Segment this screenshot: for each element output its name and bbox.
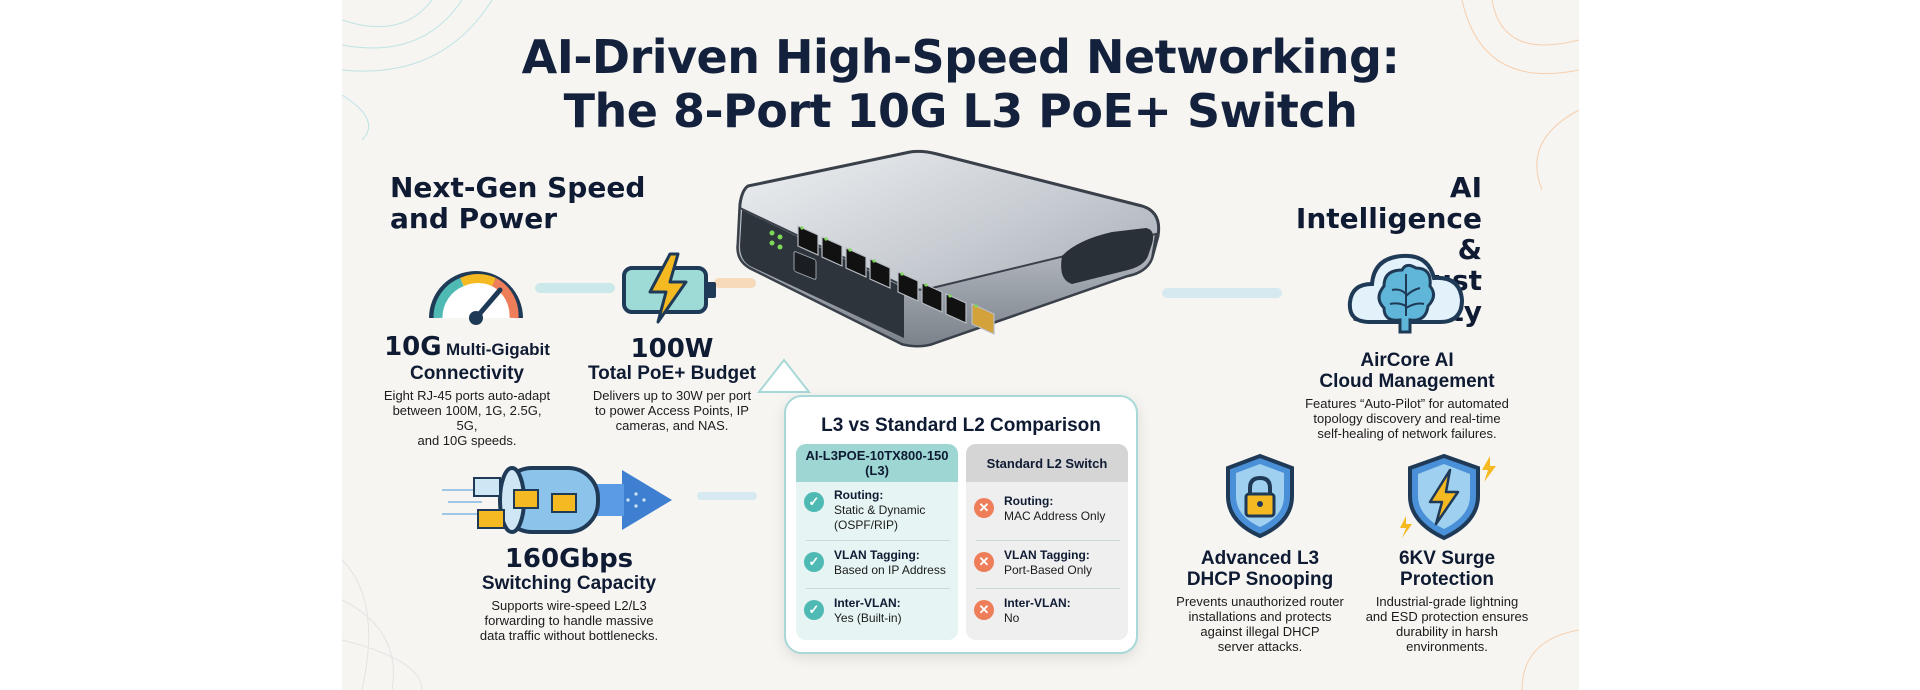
desc-line: between 100M, 1G, 2.5G, 5G, bbox=[392, 403, 542, 433]
feature-dhcp: Advanced L3 DHCP Snooping Prevents unaut… bbox=[1167, 548, 1353, 654]
feature-dhcp-title-line1: Advanced L3 bbox=[1200, 548, 1320, 569]
feature-10g: 10G Multi-Gigabit Connectivity Eight RJ-… bbox=[382, 332, 552, 448]
divider bbox=[806, 588, 950, 589]
cross-icon: ✕ bbox=[974, 552, 994, 572]
comparison-row: ✕ Inter-VLAN:No bbox=[974, 596, 1124, 626]
decorative-lines bbox=[342, 0, 1579, 690]
battery-bolt-icon bbox=[620, 252, 720, 324]
feature-switching-desc: Supports wire-speed L2/L3 forwarding to … bbox=[454, 598, 684, 643]
desc-line: installations and protects bbox=[1188, 609, 1332, 624]
comparison-column-l2: Standard L2 Switch ✕ Routing:MAC Address… bbox=[966, 444, 1128, 640]
check-icon: ✓ bbox=[804, 600, 824, 620]
feature-10g-title-inline: Multi-Gigabit bbox=[446, 340, 550, 359]
feature-aicore-title-line1: AirCore AI bbox=[1360, 350, 1454, 371]
desc-line: self-healing of network failures. bbox=[1317, 426, 1497, 441]
feature-surge: 6KV Surge Protection Industrial-grade li… bbox=[1362, 548, 1532, 654]
cross-icon: ✕ bbox=[974, 498, 994, 518]
comparison-header-l2: Standard L2 Switch bbox=[966, 444, 1128, 482]
shield-lock-icon bbox=[1222, 452, 1298, 540]
feature-switching-title: Switching Capacity bbox=[481, 573, 657, 594]
comparison-card: L3 vs Standard L2 Comparison AI-L3POE-10… bbox=[784, 395, 1138, 654]
desc-line: environments. bbox=[1406, 639, 1488, 654]
right-heading-line-1: AI Intelligence & bbox=[1295, 171, 1482, 266]
feature-surge-desc: Industrial-grade lightning and ESD prote… bbox=[1362, 594, 1532, 654]
comparison-title: L3 vs Standard L2 Comparison bbox=[821, 415, 1101, 436]
divider bbox=[976, 588, 1120, 589]
feature-dhcp-title-line2: DHCP Snooping bbox=[1186, 569, 1334, 590]
title-line-1: AI-Driven High-Speed Networking: bbox=[521, 30, 1400, 84]
comparison-header-l3: AI-L3POE-10TX800-150 (L3) bbox=[796, 444, 958, 482]
comparison-row: ✓ Routing:Static & Dynamic (OSPF/RIP) bbox=[804, 488, 954, 533]
row-value: Port-Based Only bbox=[1004, 563, 1093, 577]
desc-line: cameras, and NAS. bbox=[615, 418, 729, 433]
check-icon: ✓ bbox=[804, 492, 824, 512]
row-value: MAC Address Only bbox=[1004, 509, 1106, 523]
desc-line: data traffic without bottlenecks. bbox=[479, 628, 659, 643]
desc-line: Prevents unauthorized router bbox=[1176, 594, 1344, 609]
desc-line: and 10G speeds. bbox=[417, 433, 517, 448]
comparison-row: ✓ VLAN Tagging:Based on IP Address bbox=[804, 548, 954, 578]
row-label: Routing: bbox=[834, 488, 884, 502]
feature-aicore-desc: Features “Auto-Pilot” for automated topo… bbox=[1302, 396, 1512, 441]
desc-line: topology discovery and real-time bbox=[1313, 411, 1501, 426]
feature-poe: 100W Total PoE+ Budget Delivers up to 30… bbox=[582, 335, 762, 433]
feature-switching: 160Gbps Switching Capacity Supports wire… bbox=[454, 545, 684, 643]
left-heading-line-2: and Power bbox=[390, 202, 558, 235]
desc-line: Industrial-grade lightning bbox=[1375, 594, 1519, 609]
header-line: AI-L3POE-10TX800-150 bbox=[805, 448, 949, 463]
feature-aicore: AirCore AI Cloud Management Features “Au… bbox=[1302, 350, 1512, 441]
speedometer-icon bbox=[422, 246, 530, 336]
desc-line: forwarding to handle massive bbox=[484, 613, 654, 628]
page-title: AI-Driven High-Speed Networking: The 8-P… bbox=[342, 30, 1579, 138]
row-value: Based on IP Address bbox=[834, 563, 946, 577]
desc-line: server attacks. bbox=[1217, 639, 1303, 654]
feature-poe-title: Total PoE+ Budget bbox=[587, 363, 756, 384]
row-value: No bbox=[1004, 611, 1020, 625]
cloud-brain-icon bbox=[1346, 244, 1466, 340]
desc-line: durability in harsh bbox=[1396, 624, 1498, 639]
comparison-row: ✓ Inter-VLAN:Yes (Built-in) bbox=[804, 596, 954, 626]
left-heading-line-1: Next-Gen Speed bbox=[390, 171, 646, 204]
shield-bolt-icon bbox=[1398, 452, 1508, 542]
row-label: VLAN Tagging: bbox=[834, 548, 920, 562]
data-pipe-icon bbox=[442, 460, 702, 540]
header-line: (L3) bbox=[865, 463, 889, 478]
switch-device-illustration bbox=[736, 149, 1161, 348]
desc-line: Supports wire-speed L2/L3 bbox=[491, 598, 647, 613]
row-value: Static & Dynamic (OSPF/RIP) bbox=[834, 503, 926, 532]
feature-switching-big: 160Gbps bbox=[504, 544, 634, 574]
desc-line: and ESD protection ensures bbox=[1365, 609, 1529, 624]
divider bbox=[806, 540, 950, 541]
row-value: Yes (Built-in) bbox=[834, 611, 902, 625]
comparison-row: ✕ VLAN Tagging:Port-Based Only bbox=[974, 548, 1124, 578]
row-label: Inter-VLAN: bbox=[834, 596, 901, 610]
feature-surge-title-line2: Protection bbox=[1400, 569, 1494, 590]
desc-line: Eight RJ-45 ports auto-adapt bbox=[383, 388, 551, 403]
desc-line: Delivers up to 30W per port bbox=[592, 388, 752, 403]
desc-line: against illegal DHCP bbox=[1200, 624, 1320, 639]
feature-poe-big: 100W bbox=[630, 334, 714, 364]
feature-poe-desc: Delivers up to 30W per port to power Acc… bbox=[582, 388, 762, 433]
desc-line: to power Access Points, IP bbox=[595, 403, 749, 418]
feature-surge-title-line1: 6KV Surge bbox=[1398, 548, 1496, 569]
feature-10g-big: 10G bbox=[384, 332, 442, 362]
feature-10g-title-line2: Connectivity bbox=[409, 363, 525, 384]
cross-icon: ✕ bbox=[974, 600, 994, 620]
comparison-column-l3: AI-L3POE-10TX800-150 (L3) ✓ Routing:Stat… bbox=[796, 444, 958, 640]
row-label: VLAN Tagging: bbox=[1004, 548, 1090, 562]
connector-streaks bbox=[535, 278, 1282, 500]
feature-10g-desc: Eight RJ-45 ports auto-adapt between 100… bbox=[382, 388, 552, 448]
row-label: Inter-VLAN: bbox=[1004, 596, 1071, 610]
divider bbox=[976, 540, 1120, 541]
feature-dhcp-desc: Prevents unauthorized router installatio… bbox=[1167, 594, 1353, 654]
left-section-heading: Next-Gen Speed and Power bbox=[390, 172, 645, 234]
check-icon: ✓ bbox=[804, 552, 824, 572]
row-label: Routing: bbox=[1004, 494, 1054, 508]
title-line-2: The 8-Port 10G L3 PoE+ Switch bbox=[563, 84, 1358, 138]
comparison-row: ✕ Routing:MAC Address Only bbox=[974, 494, 1124, 524]
feature-aicore-title-line2: Cloud Management bbox=[1319, 371, 1495, 392]
desc-line: Features “Auto-Pilot” for automated bbox=[1305, 396, 1509, 411]
infographic-canvas: AI-Driven High-Speed Networking: The 8-P… bbox=[342, 0, 1579, 690]
